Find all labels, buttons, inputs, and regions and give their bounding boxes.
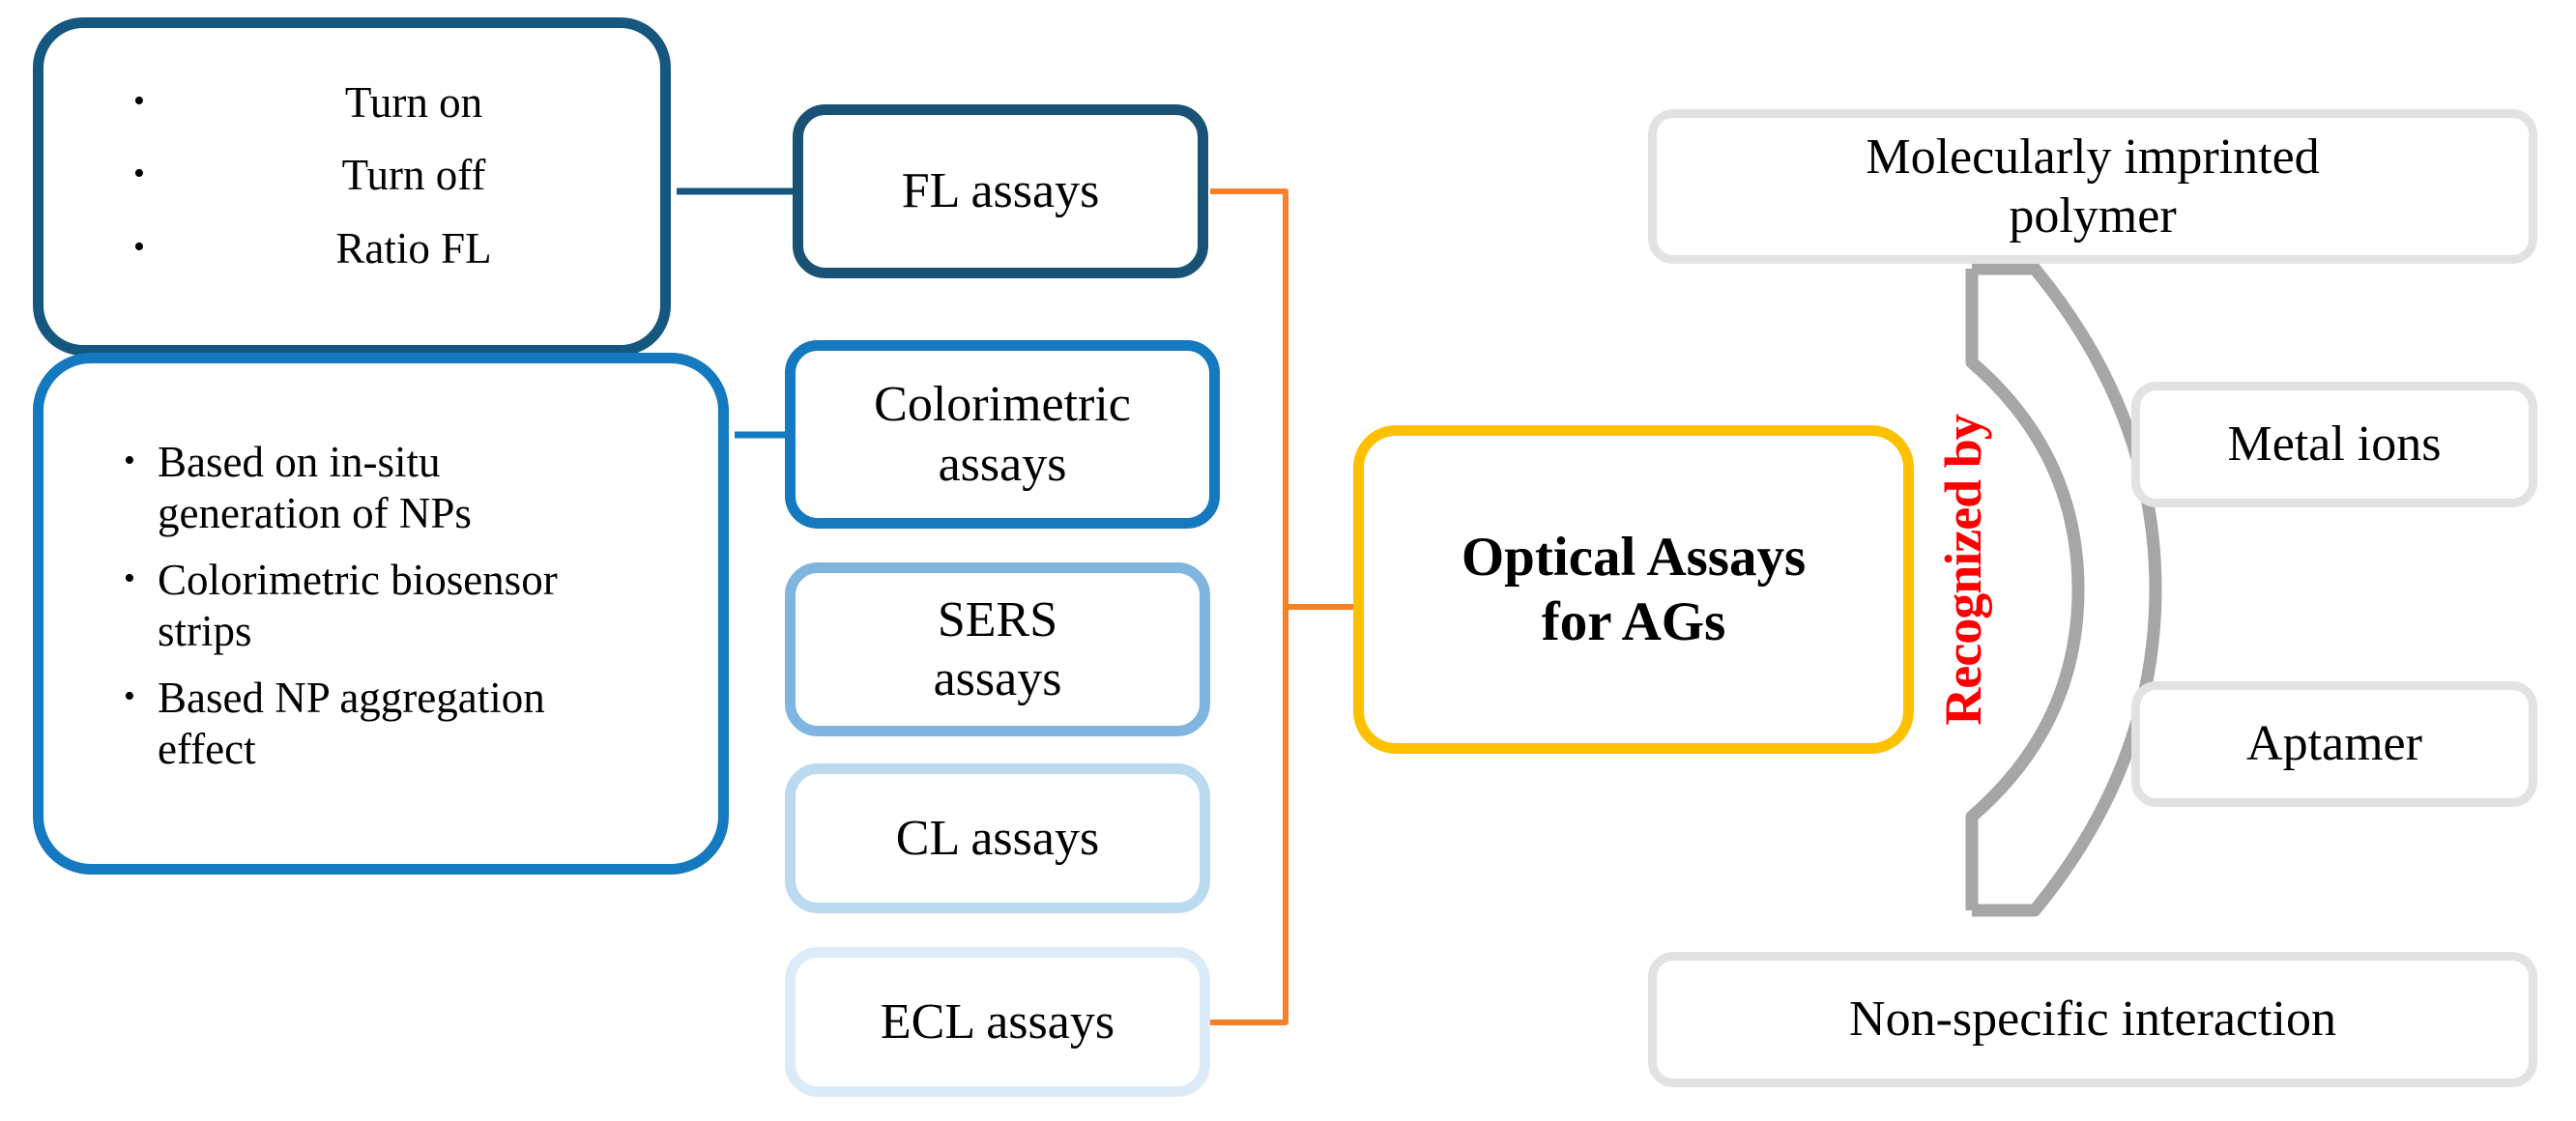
assay-node-cl[interactable]: CL assays — [785, 763, 1210, 913]
colorimetric-approaches-list: • Based on in-situ generation of NPs • C… — [43, 437, 718, 791]
bullet-icon: • — [133, 83, 145, 120]
assay-node-fl[interactable]: FL assays — [793, 104, 1208, 278]
fl-mode-label: Turn on — [344, 78, 483, 128]
list-item: • Turn off — [111, 150, 660, 201]
recognition-node-molecularly-imprinted-polymer[interactable]: Molecularly imprinted polymer — [1648, 109, 2537, 264]
orange-bracket — [1210, 188, 1288, 1025]
list-item: • Based on in-situ generation of NPs — [101, 437, 718, 539]
recognition-node-metal-ions[interactable]: Metal ions — [2131, 382, 2537, 507]
recognition-node-non-specific-interaction[interactable]: Non-specific interaction — [1648, 952, 2537, 1087]
colorimetric-approach-label: Colorimetric biosensor strips — [158, 555, 558, 655]
center-node-optical-assays[interactable]: Optical Assays for AGs — [1353, 425, 1914, 754]
assay-node-colorimetric[interactable]: Colorimetric assays — [785, 340, 1220, 529]
recognition-node-aptamer[interactable]: Aptamer — [2131, 681, 2537, 807]
fl-modes-list: • Turn on • Turn off • Ratio FL — [43, 77, 660, 295]
list-item: • Ratio FL — [111, 223, 660, 274]
recognized-by-label: Recognized by — [1934, 415, 1992, 726]
colorimetric-approach-label: Based NP aggregation effect — [158, 674, 545, 774]
list-item: • Turn on — [111, 77, 660, 129]
assay-node-sers[interactable]: SERS assays — [785, 562, 1210, 736]
bullet-icon: • — [124, 678, 135, 715]
gray-brace-outer — [1972, 262, 2162, 917]
colorimetric-approach-label: Based on in-situ generation of NPs — [158, 437, 472, 537]
fl-mode-label: Turn off — [341, 151, 486, 200]
assay-node-ecl[interactable]: ECL assays — [785, 947, 1210, 1097]
bullet-icon: • — [124, 442, 135, 478]
fl-assay-modes-box[interactable]: • Turn on • Turn off • Ratio FL — [33, 17, 671, 356]
list-item: • Based NP aggregation effect — [101, 673, 718, 775]
fl-mode-label: Ratio FL — [335, 223, 492, 273]
bullet-icon: • — [133, 228, 145, 265]
bullet-icon: • — [124, 560, 135, 596]
list-item: • Colorimetric biosensor strips — [101, 555, 718, 657]
colorimetric-approaches-box[interactable]: • Based on in-situ generation of NPs • C… — [33, 353, 729, 875]
bullet-icon: • — [133, 156, 145, 192]
